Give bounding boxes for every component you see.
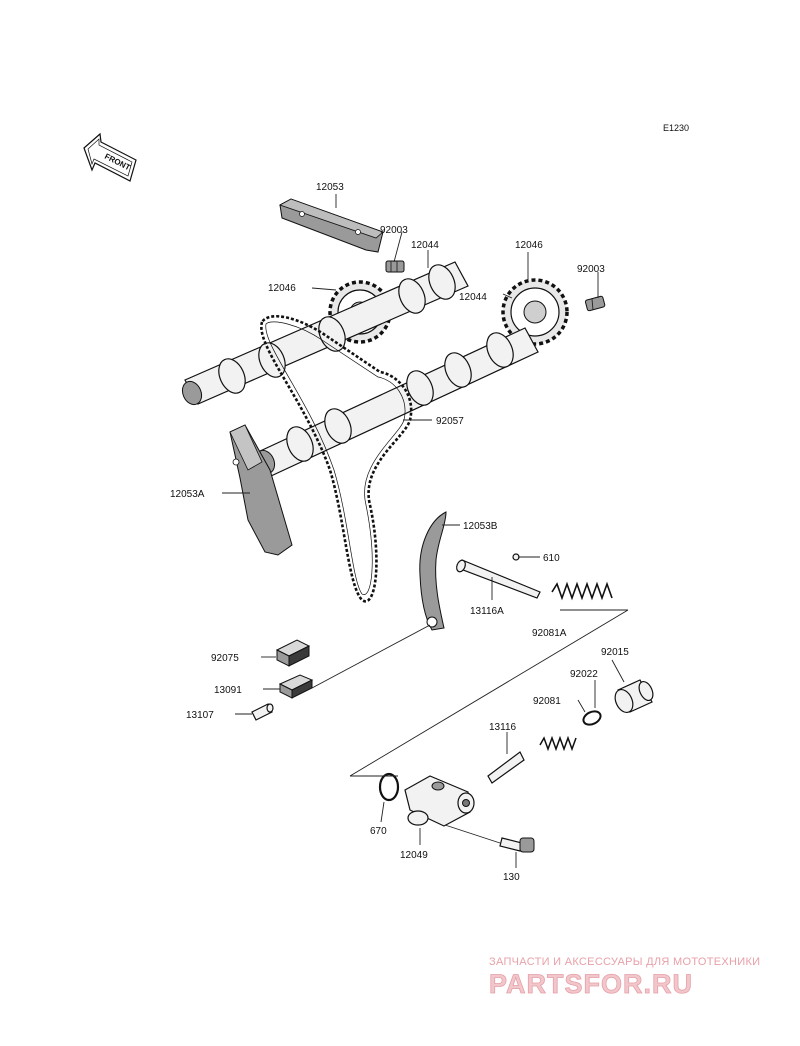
chain-guide-12053A	[229, 424, 293, 556]
label-12044-right: 12044	[459, 292, 487, 303]
label-13091: 13091	[214, 685, 242, 696]
label-670: 670	[370, 826, 387, 837]
label-12046-right: 12046	[515, 240, 543, 251]
rod-13116A	[456, 559, 541, 599]
watermark-tagline: ЗАПЧАСТИ И АКСЕССУАРЫ ДЛЯ МОТОТЕХНИКИ	[489, 956, 760, 968]
front-arrow-icon: FRONT	[83, 132, 137, 182]
label-12044-top: 12044	[411, 240, 439, 251]
cam-sprocket-right	[501, 278, 569, 346]
block-13091	[278, 674, 314, 699]
cam-chain	[260, 314, 413, 603]
label-12053A: 12053A	[170, 489, 205, 500]
pin-13107	[251, 703, 274, 721]
tensioner-body-12049	[404, 775, 475, 827]
label-92022: 92022	[570, 669, 598, 680]
label-130: 130	[503, 872, 520, 883]
camshaft-lower	[254, 327, 539, 477]
spring-92081A	[551, 581, 613, 601]
bolt-92003-left	[385, 260, 405, 273]
block-92075	[275, 639, 311, 667]
label-12049: 12049	[400, 850, 428, 861]
tensioner-arm-12053B	[419, 511, 447, 631]
rod-13116	[487, 751, 525, 784]
label-92057: 92057	[436, 416, 464, 427]
cap-92015	[614, 679, 654, 713]
label-12046-left: 12046	[268, 283, 296, 294]
watermark-brand: PARTSFOR.RU	[489, 969, 693, 999]
label-92081: 92081	[533, 696, 561, 707]
label-13116: 13116	[489, 722, 517, 733]
label-92003-right: 92003	[577, 264, 605, 275]
bolt-92003-right	[584, 295, 606, 312]
label-13116A: 13116A	[470, 606, 504, 617]
label-13107: 13107	[186, 710, 214, 721]
bolt-130	[499, 837, 535, 853]
diagram-code: E1230	[663, 123, 689, 133]
upper-chain-guide	[279, 198, 384, 253]
label-92015: 92015	[601, 647, 629, 658]
label-12053: 12053	[316, 182, 344, 193]
label-610: 610	[543, 553, 560, 564]
label-92081A: 92081A	[532, 628, 567, 639]
label-92003-left: 92003	[380, 225, 408, 236]
label-12053B: 12053B	[463, 521, 498, 532]
washer-92022	[582, 710, 602, 726]
label-92075: 92075	[211, 653, 239, 664]
spring-92081	[539, 735, 577, 752]
leader-lines	[222, 194, 629, 868]
o-ring-670	[378, 772, 400, 802]
